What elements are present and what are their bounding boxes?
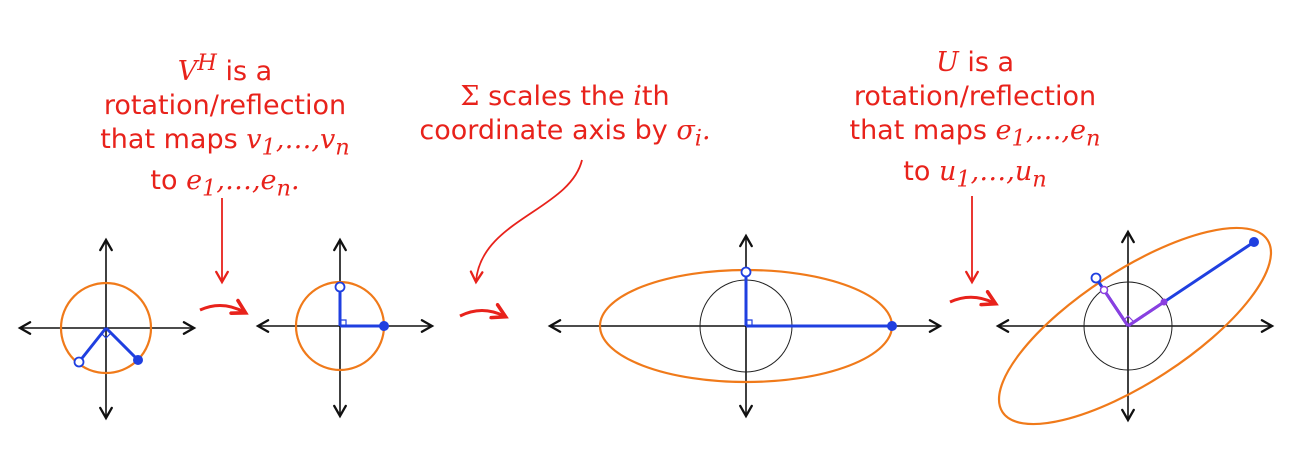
panel4-unit-u1 (1127, 300, 1165, 328)
transition-arrow-3 (949, 289, 999, 307)
caption-u-line2: rotation/reflection (853, 81, 1097, 112)
panel3-vector-sigma1-tip (887, 321, 897, 331)
caption-vh-line1: VH is a (177, 50, 273, 87)
caption-sigma-line2: coordinate axis by σi. (419, 115, 711, 152)
caption-u-line3: that maps e1,…,en (849, 115, 1101, 152)
transition-arrow-2 (459, 302, 509, 320)
caption-u-line4: to u1,…,un (903, 156, 1047, 193)
panel4-unit-u2-tip (1099, 285, 1109, 295)
panel1-right-angle-mark (100, 332, 112, 339)
panel-after-vh (255, 237, 435, 419)
panel4-ellipse (997, 226, 1273, 426)
transition-arrow-1 (199, 298, 249, 315)
caption-vh-line3: that maps v1,…,vn (100, 124, 350, 161)
caption-u: U is a rotation/reflection that maps e1,… (810, 46, 1140, 197)
caption-sigma-line1: Σ scales the ith (460, 81, 670, 112)
panel-after-sigma (547, 233, 943, 419)
panel2-vector-e1-tip (379, 321, 389, 331)
caption-vh-line2: rotation/reflection (103, 90, 347, 121)
panel1-vector-v1 (104, 326, 140, 362)
panel4-unit-u1-tip (1160, 298, 1168, 306)
panel3-vector-sigma2-tip (740, 266, 752, 278)
panel4-unit-u2 (1102, 289, 1130, 327)
caption-vh: VH is a rotation/reflection that maps v1… (60, 46, 390, 206)
panel1-vector-v2 (77, 327, 108, 363)
panel4-vector-u2-tip (1090, 272, 1102, 284)
caption-vh-line4: to e1,…,en. (150, 165, 300, 202)
panel1-vector-v1-tip (133, 355, 143, 365)
panel2-right-angle-mark (340, 319, 347, 326)
caption-u-line1: U is a (935, 47, 1015, 78)
pointer-arrow-sigma (469, 159, 583, 285)
panel2-vector-e2-tip (334, 281, 346, 293)
panel-after-u (995, 226, 1275, 426)
panel-initial (17, 237, 197, 421)
panel1-vector-v2-tip (73, 356, 85, 368)
panel3-right-angle-mark (746, 319, 753, 326)
caption-sigma: Σ scales the ith coordinate axis by σi. (400, 80, 730, 155)
panel4-reference-circle (1083, 281, 1173, 371)
panel4-vector-u1-tip (1249, 237, 1259, 247)
panel1-unit-circle (59, 281, 153, 375)
